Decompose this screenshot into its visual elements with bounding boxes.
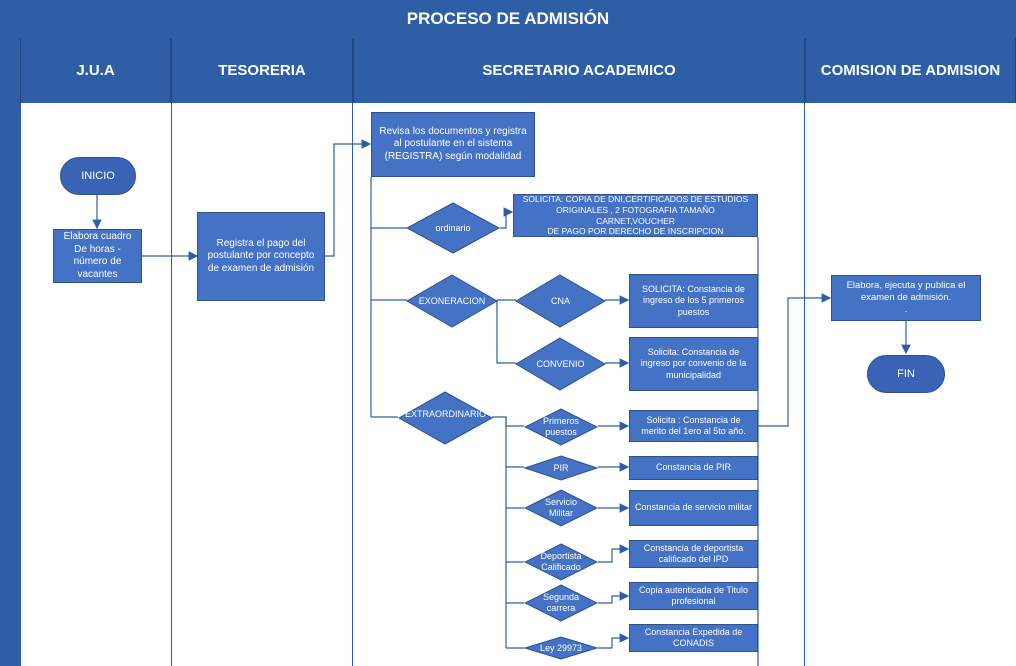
deportista-label: Deportista Calificado xyxy=(540,551,582,572)
pir-label: PIR xyxy=(553,462,569,473)
lane-header-secretario: SECRETARIO ACADEMICO xyxy=(353,38,805,103)
pir-decision: PIR xyxy=(524,455,598,481)
convenio-label: CONVENIO xyxy=(536,358,585,369)
copia-titulo-box: Copia autenticada de Titulo profesional xyxy=(629,582,758,610)
revisa-documentos-box: Revisa los documentos y registra al post… xyxy=(371,112,535,177)
start-node: INICIO xyxy=(60,157,136,195)
lane-header-tesoreria: TESORERIA xyxy=(171,38,353,103)
lane-divider xyxy=(352,103,353,666)
convenio-decision: CONVENIO xyxy=(515,337,606,391)
ley-decision: Ley 29973 xyxy=(524,636,598,660)
lane-divider xyxy=(804,103,805,666)
segunda-carrera-label: Segunda carrera xyxy=(542,592,580,613)
solicita-convenio-box: Solicita: Constancia de ingreso por conv… xyxy=(629,337,758,391)
segunda-carrera-decision: Segunda carrera xyxy=(524,584,598,622)
primeros-puestos-decision: Primeros puestos xyxy=(524,408,598,446)
servicio-militar-label: Servicio Militar xyxy=(544,497,577,518)
ordinario-decision: ordinario xyxy=(406,202,500,254)
lane-divider xyxy=(20,103,21,666)
exoneracion-decision: EXONERACION xyxy=(406,274,498,328)
solicita-cna-box: SOLICITA: Constancia de ingreso de los 5… xyxy=(629,274,758,328)
constancia-deportista-box: Constancia de deportista calificado del … xyxy=(629,540,758,568)
constancia-militar-box: Constancia de servicio militar xyxy=(629,490,758,526)
lane-header-jua: J.U.A xyxy=(20,38,171,103)
extraordinario-decision: EXTRAORDINARIO xyxy=(398,391,493,445)
servicio-militar-decision: Servicio Militar xyxy=(524,489,598,527)
constancia-pir-box: Constancia de PIR xyxy=(629,456,758,480)
cna-decision: CNA xyxy=(515,274,606,328)
diagram-title: PROCESO DE ADMISIÓN xyxy=(0,0,1016,38)
lane-header-comision: COMISION DE ADMISION xyxy=(805,38,1016,103)
elabora-cuadro-box: Elabora cuadro De horas - número de vaca… xyxy=(53,229,142,283)
left-border-strip xyxy=(0,38,20,666)
solicita-merito-box: Solicita : Constancia de merito del 1ero… xyxy=(629,410,758,442)
ley-label: Ley 29973 xyxy=(539,642,583,653)
cna-label: CNA xyxy=(550,295,570,306)
elabora-examen-box: Elabora, ejecuta y publica el examen de … xyxy=(831,275,981,321)
registra-pago-box: Registra el pago del postulante por conc… xyxy=(197,212,325,301)
extraordinario-label: EXTRAORDINARIO xyxy=(404,409,486,419)
exoneracion-label: EXONERACION xyxy=(418,295,486,306)
lane-divider xyxy=(171,103,172,666)
solicita-ordinario-box: SOLICITA: COPIA DE DNI,CERTIFICADOS DE E… xyxy=(513,194,758,237)
primeros-puestos-label: Primeros puestos xyxy=(542,416,579,437)
constancia-conadis-box: Constancia Expedida de CONADIS xyxy=(629,624,758,652)
end-node: FIN xyxy=(867,355,945,393)
ordinario-label: ordinario xyxy=(435,222,471,233)
deportista-decision: Deportista Calificado xyxy=(524,543,598,581)
